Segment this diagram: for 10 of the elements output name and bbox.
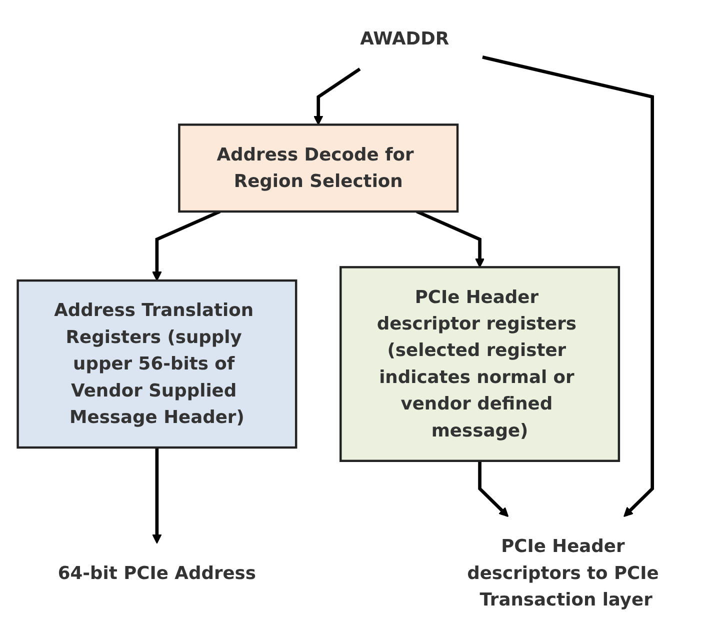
arrow bbox=[478, 460, 509, 517]
node-box: Address Translation Registers (supply upper 56-bits of Vendor Supplied Message Header) bbox=[16, 279, 298, 449]
node-text: AWADDR bbox=[360, 28, 450, 49]
node-text: PCIe Header descriptors to PCIe Transaction layer bbox=[467, 535, 659, 610]
arrow bbox=[152, 448, 162, 544]
arrow bbox=[313, 68, 361, 126]
node-text: 64-bit PCIe Address bbox=[58, 562, 256, 584]
node-box: PCIe Header descriptor registers (selected register indicates normal or vendor defined message) bbox=[340, 266, 620, 462]
node-box: Address Decode for Region Selection bbox=[178, 124, 459, 213]
arrow bbox=[482, 56, 654, 517]
